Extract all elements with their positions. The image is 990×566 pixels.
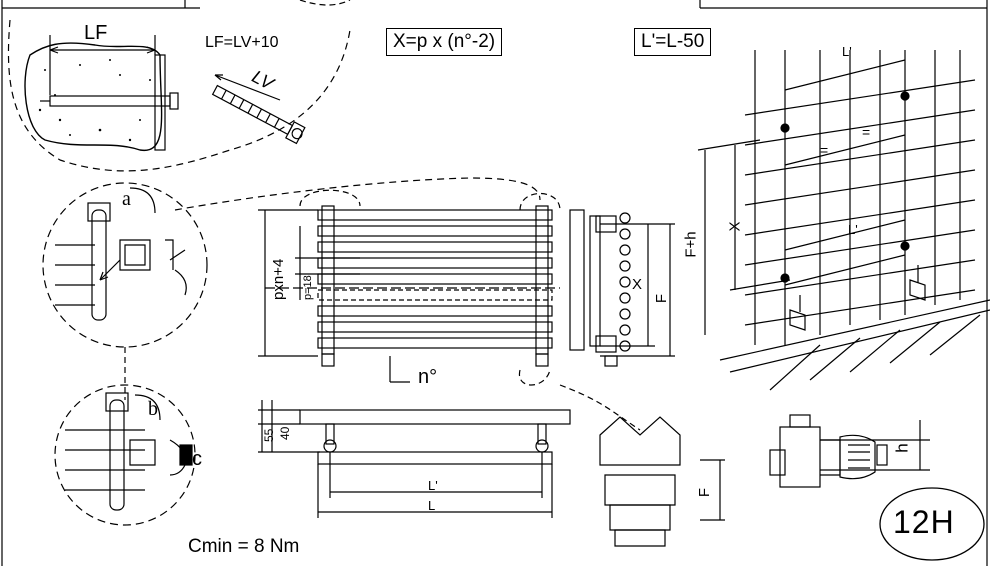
top-l-label: L bbox=[428, 498, 436, 513]
lf-label: LF bbox=[84, 22, 108, 44]
detail-a bbox=[42, 182, 208, 348]
model-badge-text: 12H bbox=[893, 504, 955, 540]
wall-fh-label: F+h bbox=[682, 231, 700, 258]
front-f-label: F bbox=[653, 293, 671, 304]
pxn4-label: pxn+4 bbox=[270, 258, 287, 300]
valve-f-label: F bbox=[696, 487, 714, 498]
wall-l-prime-mid: L' bbox=[848, 222, 858, 237]
angle-valve-detail bbox=[769, 414, 930, 488]
p18-label: p=18 bbox=[302, 275, 314, 300]
top-l-prime-label: L' bbox=[428, 478, 438, 493]
step-c-label: c bbox=[192, 448, 202, 470]
wall-l-prime-top: L' bbox=[842, 44, 852, 59]
wall-installation-perspective bbox=[697, 50, 990, 391]
wall-equal-2: = bbox=[862, 124, 871, 140]
anchor-detail bbox=[7, 19, 351, 172]
wall-x-label: X bbox=[726, 221, 744, 232]
valve-detail bbox=[559, 384, 725, 547]
radiator-side-profile bbox=[569, 209, 675, 367]
l-prime-formula: L'=L-50 bbox=[634, 28, 712, 56]
model-badge-outline bbox=[879, 487, 985, 561]
front-x-label: X bbox=[632, 276, 643, 293]
torque-label: Cmin = 8 Nm bbox=[188, 536, 300, 557]
wall-equal-1: = bbox=[820, 142, 829, 158]
n-count-label: n° bbox=[418, 366, 438, 388]
radiator-top-view bbox=[258, 400, 571, 518]
dim-55-label: 55 bbox=[262, 428, 276, 442]
x-formula: X=p x (n°-2) bbox=[386, 28, 503, 56]
step-b-label: b bbox=[148, 398, 158, 420]
dim-40-label: 40 bbox=[278, 426, 292, 440]
radiator-bars bbox=[317, 209, 553, 349]
valve-h-label: h bbox=[892, 443, 912, 453]
detail-b bbox=[54, 384, 196, 526]
radiator-front-view bbox=[258, 189, 561, 386]
step-a-label: a bbox=[122, 188, 131, 210]
lf-formula: LF=LV+10 bbox=[205, 34, 279, 51]
